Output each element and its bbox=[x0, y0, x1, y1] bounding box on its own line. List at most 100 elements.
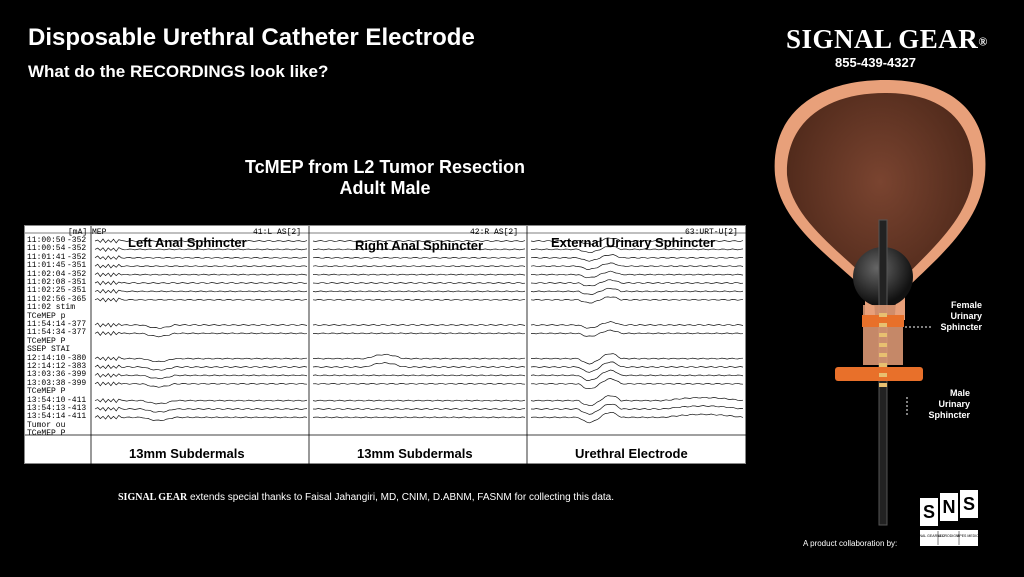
trace-line bbox=[94, 255, 308, 261]
brand-logo: SIGNAL GEAR® bbox=[786, 24, 988, 55]
row-time: 11:02:08 bbox=[27, 278, 66, 287]
collaboration-text: A product collaboration by: bbox=[803, 539, 898, 548]
svg-text:SPES MEDICA: SPES MEDICA bbox=[957, 534, 982, 538]
row-time: TCeMEP p bbox=[27, 311, 66, 321]
row-time: SSEP STAI bbox=[27, 345, 71, 355]
trace-line bbox=[312, 362, 526, 368]
trace-line bbox=[530, 403, 744, 415]
row-time: TCeMEP P bbox=[27, 429, 66, 439]
trace-line bbox=[94, 330, 308, 338]
svg-text:SIGNAL GEAR LLC: SIGNAL GEAR LLC bbox=[918, 534, 945, 538]
row-value: -351 bbox=[67, 286, 87, 296]
trace-line bbox=[531, 353, 744, 365]
row-time: TCeMEP P bbox=[27, 387, 66, 397]
row-value: -351 bbox=[67, 278, 87, 287]
row-value: -399 bbox=[67, 378, 87, 388]
trace-line bbox=[312, 382, 526, 385]
trace-line bbox=[312, 256, 526, 259]
trace-line bbox=[94, 406, 308, 413]
trace-line bbox=[94, 238, 308, 244]
row-time: TCeMEP P bbox=[27, 336, 66, 346]
trace-line bbox=[94, 364, 308, 371]
column-footer-urethral: Urethral Electrode bbox=[575, 446, 688, 461]
row-time: 12:14:12 bbox=[27, 362, 66, 371]
row-value: -351 bbox=[67, 261, 87, 271]
trace-line bbox=[94, 381, 308, 388]
column-footer-left: 13mm Subdermals bbox=[129, 446, 245, 461]
row-time: 13:54:13 bbox=[27, 404, 66, 413]
row-time: 11:54:34 bbox=[27, 328, 66, 338]
row-time: 11:00:54 bbox=[27, 244, 66, 254]
row-time: 13:54:10 bbox=[27, 395, 66, 405]
catheter-electrodes bbox=[879, 313, 887, 387]
row-time: Tumor ou bbox=[27, 420, 66, 430]
row-value: -383 bbox=[67, 362, 87, 371]
row-time: 13:03:36 bbox=[27, 370, 66, 380]
trace-line bbox=[312, 298, 526, 301]
trace-line bbox=[312, 399, 526, 402]
trace-line bbox=[94, 263, 308, 269]
trace-line bbox=[312, 240, 526, 242]
trace-line bbox=[94, 272, 308, 278]
row-value: -411 bbox=[67, 395, 87, 405]
column-code-urethral: 63:URT-U[2] bbox=[685, 228, 738, 237]
acknowledgement-brand: SIGNAL GEAR bbox=[118, 492, 188, 503]
brand-registered-mark: ® bbox=[978, 34, 988, 49]
brand-name: SIGNAL GEAR bbox=[786, 24, 979, 54]
trace-line bbox=[530, 270, 744, 279]
trace-line bbox=[312, 290, 526, 293]
row-value: -352 bbox=[67, 269, 87, 279]
row-time: 11:02:56 bbox=[27, 294, 66, 304]
chart-title-line1: TcMEP from L2 Tumor Resection bbox=[244, 157, 526, 177]
row-time: 11:01:41 bbox=[27, 252, 66, 262]
trace-line bbox=[94, 280, 308, 286]
trace-line bbox=[94, 372, 308, 380]
row-value: -399 bbox=[67, 370, 87, 380]
trace-line bbox=[530, 287, 744, 295]
page-title: Disposable Urethral Catheter Electrode bbox=[28, 24, 475, 51]
trace-line bbox=[94, 247, 308, 252]
male-sphincter-label: Male Urinary Sphincter bbox=[928, 388, 970, 420]
trace-line bbox=[313, 353, 526, 360]
sns-letter-1: S bbox=[923, 502, 935, 522]
row-value: -352 bbox=[67, 244, 87, 254]
trace-line bbox=[312, 332, 526, 335]
row-time: 11:00:50 bbox=[27, 236, 66, 245]
trace-line bbox=[530, 246, 744, 254]
row-time: 11:02 stim bbox=[27, 303, 76, 313]
trace-line bbox=[530, 411, 744, 424]
trace-line bbox=[530, 321, 744, 329]
trace-line bbox=[530, 378, 744, 390]
trace-line bbox=[312, 324, 526, 326]
trace-line bbox=[94, 356, 308, 363]
row-value: -377 bbox=[67, 328, 87, 338]
trace-line bbox=[94, 322, 308, 329]
row-value: -413 bbox=[67, 404, 87, 413]
row-time: 13:03:38 bbox=[27, 378, 66, 388]
trace-line bbox=[530, 237, 744, 245]
column-title-left: Left Anal Sphincter bbox=[128, 235, 247, 250]
trace-line bbox=[94, 414, 308, 421]
svg-text:NEURODIGM: NEURODIGM bbox=[937, 534, 959, 538]
female-sphincter bbox=[862, 315, 904, 327]
column-code-left: 41:L AS[2] bbox=[253, 228, 302, 237]
trace-line bbox=[94, 297, 308, 303]
chart-title: TcMEP from L2 Tumor Resection Adult Male bbox=[200, 157, 570, 199]
row-value: -352 bbox=[67, 236, 87, 245]
row-time: 12:14:10 bbox=[27, 353, 66, 363]
row-value: -411 bbox=[67, 412, 87, 422]
trace-line bbox=[312, 416, 526, 419]
bladder-interior bbox=[786, 93, 974, 315]
unit-label: [mA] bbox=[68, 228, 88, 237]
bladder-illustration bbox=[774, 80, 986, 526]
sns-letter-2: N bbox=[943, 497, 956, 517]
trace-line bbox=[530, 395, 744, 407]
row-value: -377 bbox=[67, 320, 87, 329]
trace-line bbox=[530, 262, 744, 270]
row-value: -352 bbox=[67, 252, 87, 262]
trace-line bbox=[94, 398, 308, 405]
trace-line bbox=[312, 408, 526, 410]
page-subtitle: What do the RECORDINGS look like? bbox=[28, 62, 329, 81]
column-title-urethral: External Urinary Sphincter bbox=[551, 235, 715, 250]
